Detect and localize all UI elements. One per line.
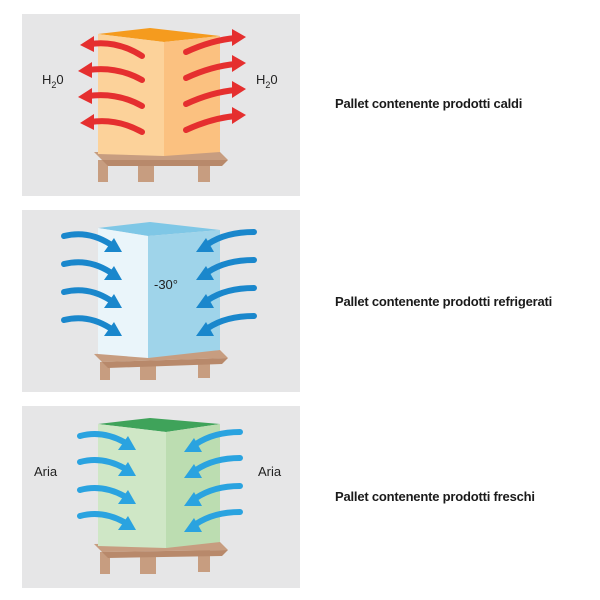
box-top — [98, 28, 220, 42]
air-label-left: Aria — [34, 464, 58, 479]
cold-arrows-left — [61, 231, 113, 331]
heat-arrows-right — [183, 35, 239, 133]
air-arrows-left — [77, 431, 127, 525]
heat-arrowheads-right — [232, 29, 246, 124]
box-front — [98, 34, 164, 156]
box-top — [98, 222, 220, 236]
air-arrowheads-right — [184, 438, 202, 532]
cold-arrows-right — [205, 229, 257, 331]
box-side — [164, 36, 220, 156]
pallet-base — [94, 152, 228, 182]
cold-arrowheads-left — [104, 238, 122, 336]
cold-arrowheads-right — [196, 238, 214, 336]
caption-fresh-products: Pallet contenente prodotti freschi — [335, 489, 535, 504]
heat-arrows-left — [85, 40, 145, 135]
air-arrows-right — [193, 429, 243, 527]
fresh-pallet-illustration: Aria Aria — [34, 418, 282, 574]
water-label-left: H20 — [42, 72, 64, 90]
caption-refrigerated-products: Pallet contenente prodotti refrigerati — [335, 294, 553, 309]
panel-refrigerated-products: -30° — [22, 210, 300, 392]
air-label-right: Aria — [258, 464, 282, 479]
box-side — [148, 230, 220, 358]
box-top — [98, 418, 220, 432]
heat-arrowheads-left — [78, 36, 94, 130]
box-front — [98, 228, 148, 358]
caption-hot-products: Pallet contenente prodotti caldi — [335, 96, 523, 111]
refrigerated-pallet-illustration: -30° — [61, 222, 257, 380]
panel-fresh-products: Aria Aria — [22, 406, 300, 588]
panel-hot-products: H20 H20 — [22, 14, 300, 196]
hot-pallet-illustration: H20 H20 — [42, 28, 278, 182]
water-label-right: H20 — [256, 72, 278, 90]
air-arrowheads-left — [118, 436, 136, 530]
temperature-label: -30° — [154, 277, 178, 292]
